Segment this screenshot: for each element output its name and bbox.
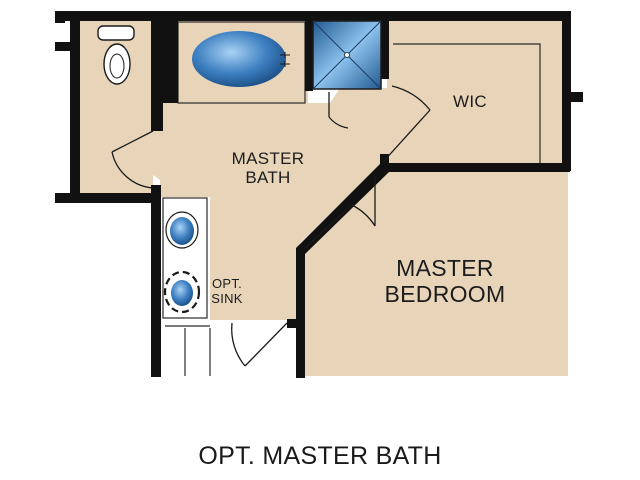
master-bedroom-label: MASTER BEDROOM (375, 255, 515, 308)
master-bedroom-floor (300, 168, 568, 376)
wall-right (562, 11, 571, 171)
shower-icon (312, 20, 382, 90)
bath-entry-door (231, 322, 288, 367)
master-bedroom-label-line-2: BEDROOM (384, 280, 506, 307)
wall-bath-bottom-stub (287, 319, 299, 328)
wall-shower-left (305, 11, 313, 91)
bedroom-door (304, 176, 376, 249)
wall-wc-right (151, 11, 163, 131)
bathtub-icon (192, 31, 290, 87)
wall-bedroom-top (380, 163, 570, 172)
shower-door (328, 92, 349, 129)
master-bedroom-label-line-1: MASTER (396, 255, 494, 281)
vanity-counter (162, 197, 208, 319)
opt-sink-label-line-1: OPT. (211, 276, 243, 291)
wall-bedroom-diagonal (296, 164, 389, 255)
walls (55, 11, 583, 378)
wall-right-stub (571, 92, 583, 102)
wall-left-stub (55, 42, 77, 51)
wic-shelf-line (393, 43, 541, 166)
wall-wc-left (70, 11, 80, 197)
plan-caption: OPT. MASTER BATH (198, 442, 442, 470)
optional-sink-icon (163, 270, 201, 314)
master-bath-label-line-1: MASTER (231, 149, 305, 168)
sink-icon (165, 211, 199, 249)
wall-shower-right (381, 11, 389, 79)
wic-label: WIC (453, 92, 487, 111)
master-bath-floor (118, 88, 430, 320)
wc-door (111, 130, 154, 189)
wall-bedroom-left (296, 248, 305, 378)
toilet-icon (97, 25, 135, 85)
wall-wc-right-lower (151, 185, 161, 377)
master-bath-label-line-2: BATH (245, 168, 291, 188)
doors (111, 85, 431, 367)
wall-tub-left (162, 11, 178, 103)
opt-sink-label: OPT. SINK (207, 276, 247, 307)
opt-sink-label-line-2: SINK (211, 291, 243, 307)
wic-door (382, 85, 431, 163)
wall-wic-post (380, 154, 389, 172)
wall-left-stub-top (55, 11, 65, 23)
master-bath-label: MASTER BATH (218, 149, 318, 187)
wall-wc-bottom (55, 193, 155, 203)
